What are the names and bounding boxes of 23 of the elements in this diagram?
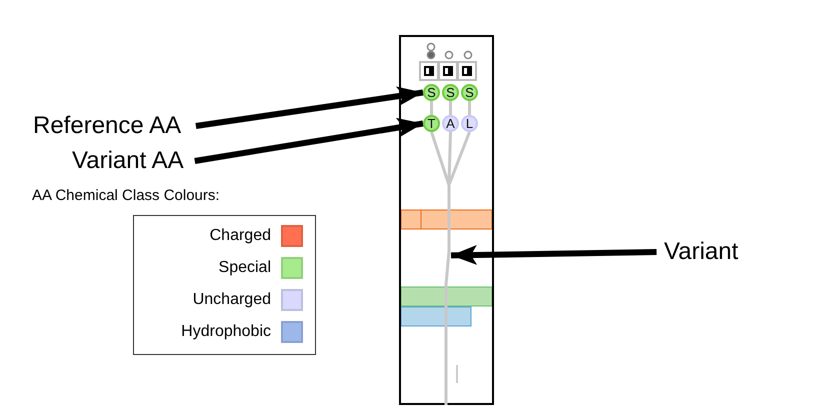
connector-line [448,131,471,186]
legend-text: Uncharged [192,291,271,309]
arrow [194,118,424,164]
legend-text: Charged [210,227,271,245]
arrow [195,86,424,129]
connector-line [430,101,433,115]
amino-acid-circle: S [442,84,459,101]
legend-text: Special [218,259,271,277]
connector-line [468,101,471,115]
connector-line [449,101,452,115]
callout-text: Reference AA [33,112,182,140]
callout-text: Variant AA [72,147,184,175]
legend-title: AA Chemical Class Colours: [32,187,220,204]
callout-text: Variant [664,238,738,266]
connector-line [430,132,450,186]
legend-text: Hydrophobic [181,323,271,341]
amino-acid-circle: A [442,115,459,132]
track-panel [399,35,494,405]
amino-acid-circle: T [423,115,440,132]
amino-acid-circle: L [461,115,478,132]
amino-acid-circle: S [423,84,440,101]
amino-acid-circle: S [461,84,478,101]
arrow [450,244,657,265]
